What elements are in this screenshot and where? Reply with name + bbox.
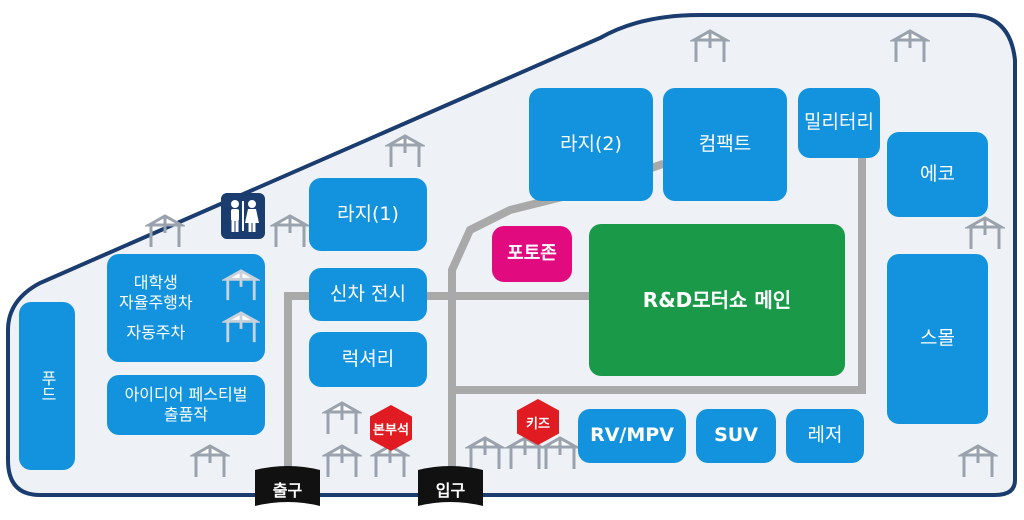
tent-icon — [890, 29, 930, 62]
tent-icon — [270, 214, 310, 247]
zone-military[interactable]: 밀리터리 — [798, 88, 880, 158]
gate-label: 출구 — [272, 481, 303, 500]
zone-large-1[interactable]: 라지(1) — [309, 178, 427, 251]
zone-compact[interactable]: 컴팩트 — [663, 88, 787, 201]
zone-label: 레저 — [807, 424, 843, 447]
zone-label: 대학생 — [133, 273, 178, 292]
tent-icon — [385, 134, 425, 167]
zone-label: 럭셔리 — [341, 347, 395, 370]
zone-label: 컴팩트 — [698, 132, 752, 155]
zone-label: 푸드 — [38, 370, 57, 402]
tent-icon — [190, 444, 230, 477]
badge-label: 본부석 — [373, 422, 409, 438]
zone-label: 신차 전시 — [330, 282, 406, 305]
zone-label: 출품작 — [163, 405, 209, 424]
zone-photo[interactable]: 포토존 — [492, 226, 572, 282]
zone-large-2[interactable]: 라지(2) — [529, 88, 653, 201]
zone-food[interactable]: 푸드 — [19, 302, 75, 470]
tent-icon — [370, 444, 410, 477]
zone-suv[interactable]: SUV — [696, 409, 776, 463]
zone-small[interactable]: 스몰 — [887, 254, 988, 424]
zone-label: 아이디어 페스티벌 — [124, 385, 248, 404]
tent-icon — [465, 436, 505, 469]
badge-label: 키즈 — [526, 416, 550, 432]
entrance-gate[interactable]: 입구 — [418, 474, 483, 504]
zone-label: R&D모터쇼 메인 — [642, 287, 792, 312]
zone-new-car[interactable]: 신차 전시 — [309, 268, 427, 321]
zone-rv-mpv[interactable]: RV/MPV — [578, 409, 686, 463]
zone-label: 포토존 — [507, 242, 557, 264]
tent-icon — [540, 436, 580, 469]
zone-label: SUV — [714, 424, 758, 447]
zone-label: 라지(1) — [337, 202, 399, 225]
zone-idea-festival[interactable]: 아이디어 페스티벌 출품작 — [107, 375, 265, 435]
tent-icon — [322, 401, 362, 434]
zone-leisure[interactable]: 레저 — [786, 409, 864, 463]
zone-label: 밀리터리 — [804, 111, 874, 134]
tent-icon — [958, 444, 998, 477]
tent-icon — [322, 444, 362, 477]
zone-main[interactable]: R&D모터쇼 메인 — [589, 224, 845, 376]
zone-college[interactable]: 대학생 자율주행차 자동주차 — [107, 254, 265, 362]
tent-icon — [505, 436, 545, 469]
zone-label: 에코 — [920, 162, 955, 185]
zone-eco[interactable]: 에코 — [887, 132, 988, 217]
tent-icon — [690, 29, 730, 62]
tent-icon — [222, 311, 260, 343]
zone-label: RV/MPV — [590, 424, 674, 447]
restroom-icon — [221, 193, 265, 239]
tent-icon — [222, 269, 260, 301]
zone-luxury[interactable]: 럭셔리 — [309, 332, 427, 387]
zone-label: 스몰 — [920, 327, 955, 350]
zone-label: 라지(2) — [560, 132, 622, 155]
tent-icon — [145, 214, 185, 247]
zone-label: 자율주행차 — [119, 293, 193, 312]
gate-label: 입구 — [435, 481, 466, 500]
zone-label: 자동주차 — [126, 323, 186, 342]
exit-gate[interactable]: 출구 — [255, 474, 320, 504]
tent-icon — [965, 216, 1005, 249]
